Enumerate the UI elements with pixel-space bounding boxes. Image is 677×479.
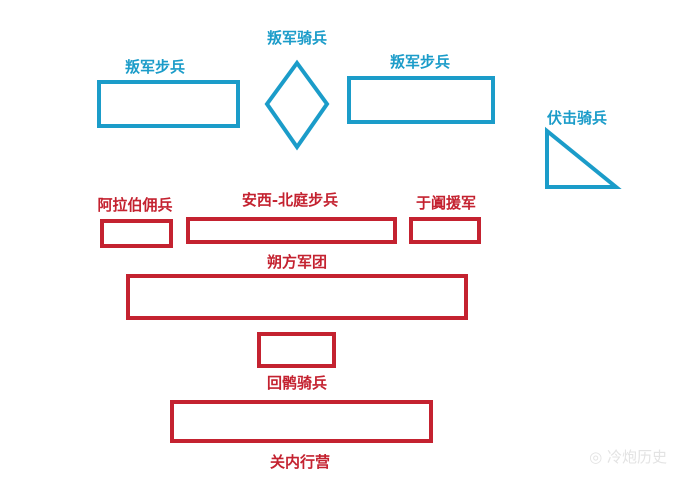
label-uighur-cavalry: 回鹘骑兵 <box>267 374 327 392</box>
label-arab-mercenaries: 阿拉伯佣兵 <box>97 196 172 214</box>
label-rebel-infantry-left: 叛军步兵 <box>125 58 185 76</box>
arab-mercenaries-block <box>100 219 173 248</box>
rebel-cavalry-diamond <box>264 59 330 151</box>
anxi-beiting-infantry-block <box>186 217 397 244</box>
label-rebel-infantry-right: 叛军步兵 <box>390 53 450 71</box>
watermark-text: 冷炮历史 <box>606 448 667 466</box>
uighur-cavalry-block <box>257 332 336 368</box>
rebel-infantry-right-block <box>347 76 495 124</box>
ambush-cavalry-triangle <box>545 126 622 189</box>
shuofang-army-block <box>126 274 468 320</box>
label-ambush-cavalry: 伏击骑兵 <box>547 109 607 127</box>
label-guannei-camp: 关内行营 <box>270 453 330 471</box>
label-anxi-beiting-infantry: 安西-北庭步兵 <box>242 191 338 209</box>
label-khotan-reinforcements: 于阗援军 <box>416 194 476 212</box>
rebel-infantry-left-block <box>97 80 240 128</box>
khotan-reinforcements-block <box>409 217 481 244</box>
label-rebel-cavalry: 叛军骑兵 <box>267 29 327 47</box>
guannei-camp-block <box>170 400 433 443</box>
label-shuofang-army: 朔方军团 <box>267 253 327 271</box>
watermark: ◎ 冷炮历史 <box>589 448 667 466</box>
